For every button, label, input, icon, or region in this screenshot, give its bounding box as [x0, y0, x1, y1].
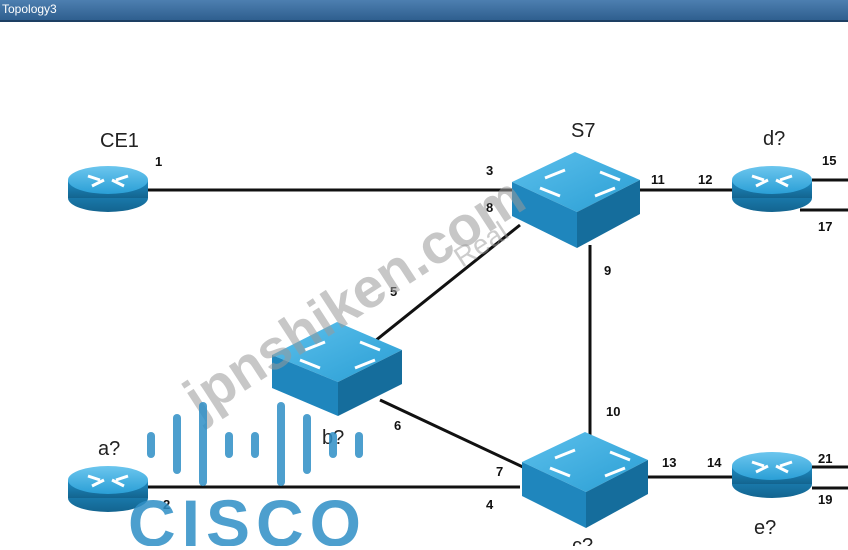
port-label-19: 19	[818, 492, 832, 507]
router-d-icon[interactable]	[732, 166, 812, 212]
port-label-15: 15	[822, 153, 836, 168]
port-label-6: 6	[394, 418, 401, 433]
switch-c-icon[interactable]	[522, 432, 648, 528]
svg-text:CISCO: CISCO	[128, 486, 367, 546]
router-a-icon[interactable]	[68, 466, 148, 512]
port-label-4: 4	[486, 497, 494, 512]
port-label-17: 17	[818, 219, 832, 234]
port-label-8: 8	[486, 200, 493, 215]
port-label-2: 2	[163, 497, 170, 512]
cisco-logo: CISCO	[128, 402, 367, 550]
port-label-3: 3	[486, 163, 493, 178]
switch-b-icon[interactable]	[272, 322, 402, 416]
device-label-s7: S7	[571, 120, 595, 142]
port-label-12: 12	[698, 172, 712, 187]
window-titlebar: Topology3	[0, 0, 848, 22]
port-label-1: 1	[155, 154, 162, 169]
window-title: Topology3	[2, 2, 57, 16]
device-label-ce1: CE1	[100, 130, 139, 152]
port-label-7: 7	[496, 464, 503, 479]
port-label-10: 10	[606, 404, 620, 419]
port-label-21: 21	[818, 451, 832, 466]
device-label-d: d?	[763, 128, 785, 150]
port-label-9: 9	[604, 263, 611, 278]
device-label-e: e?	[754, 517, 776, 539]
port-label-13: 13	[662, 455, 676, 470]
links	[145, 178, 848, 490]
device-label-a: a?	[98, 438, 120, 460]
topology-canvas: CE1 S7 d? a? b? e? c? 1 3 8 11 12 15 17 …	[0, 22, 848, 550]
router-ce1-icon[interactable]	[68, 166, 148, 212]
router-e-icon[interactable]	[732, 452, 812, 498]
link-b-c	[379, 398, 526, 470]
port-label-14: 14	[707, 455, 722, 470]
switch-s7-icon[interactable]	[512, 152, 640, 248]
device-label-c: c?	[572, 535, 593, 546]
link-s7-b	[369, 223, 521, 347]
port-label-11: 11	[651, 172, 665, 187]
port-label-5: 5	[390, 284, 397, 299]
